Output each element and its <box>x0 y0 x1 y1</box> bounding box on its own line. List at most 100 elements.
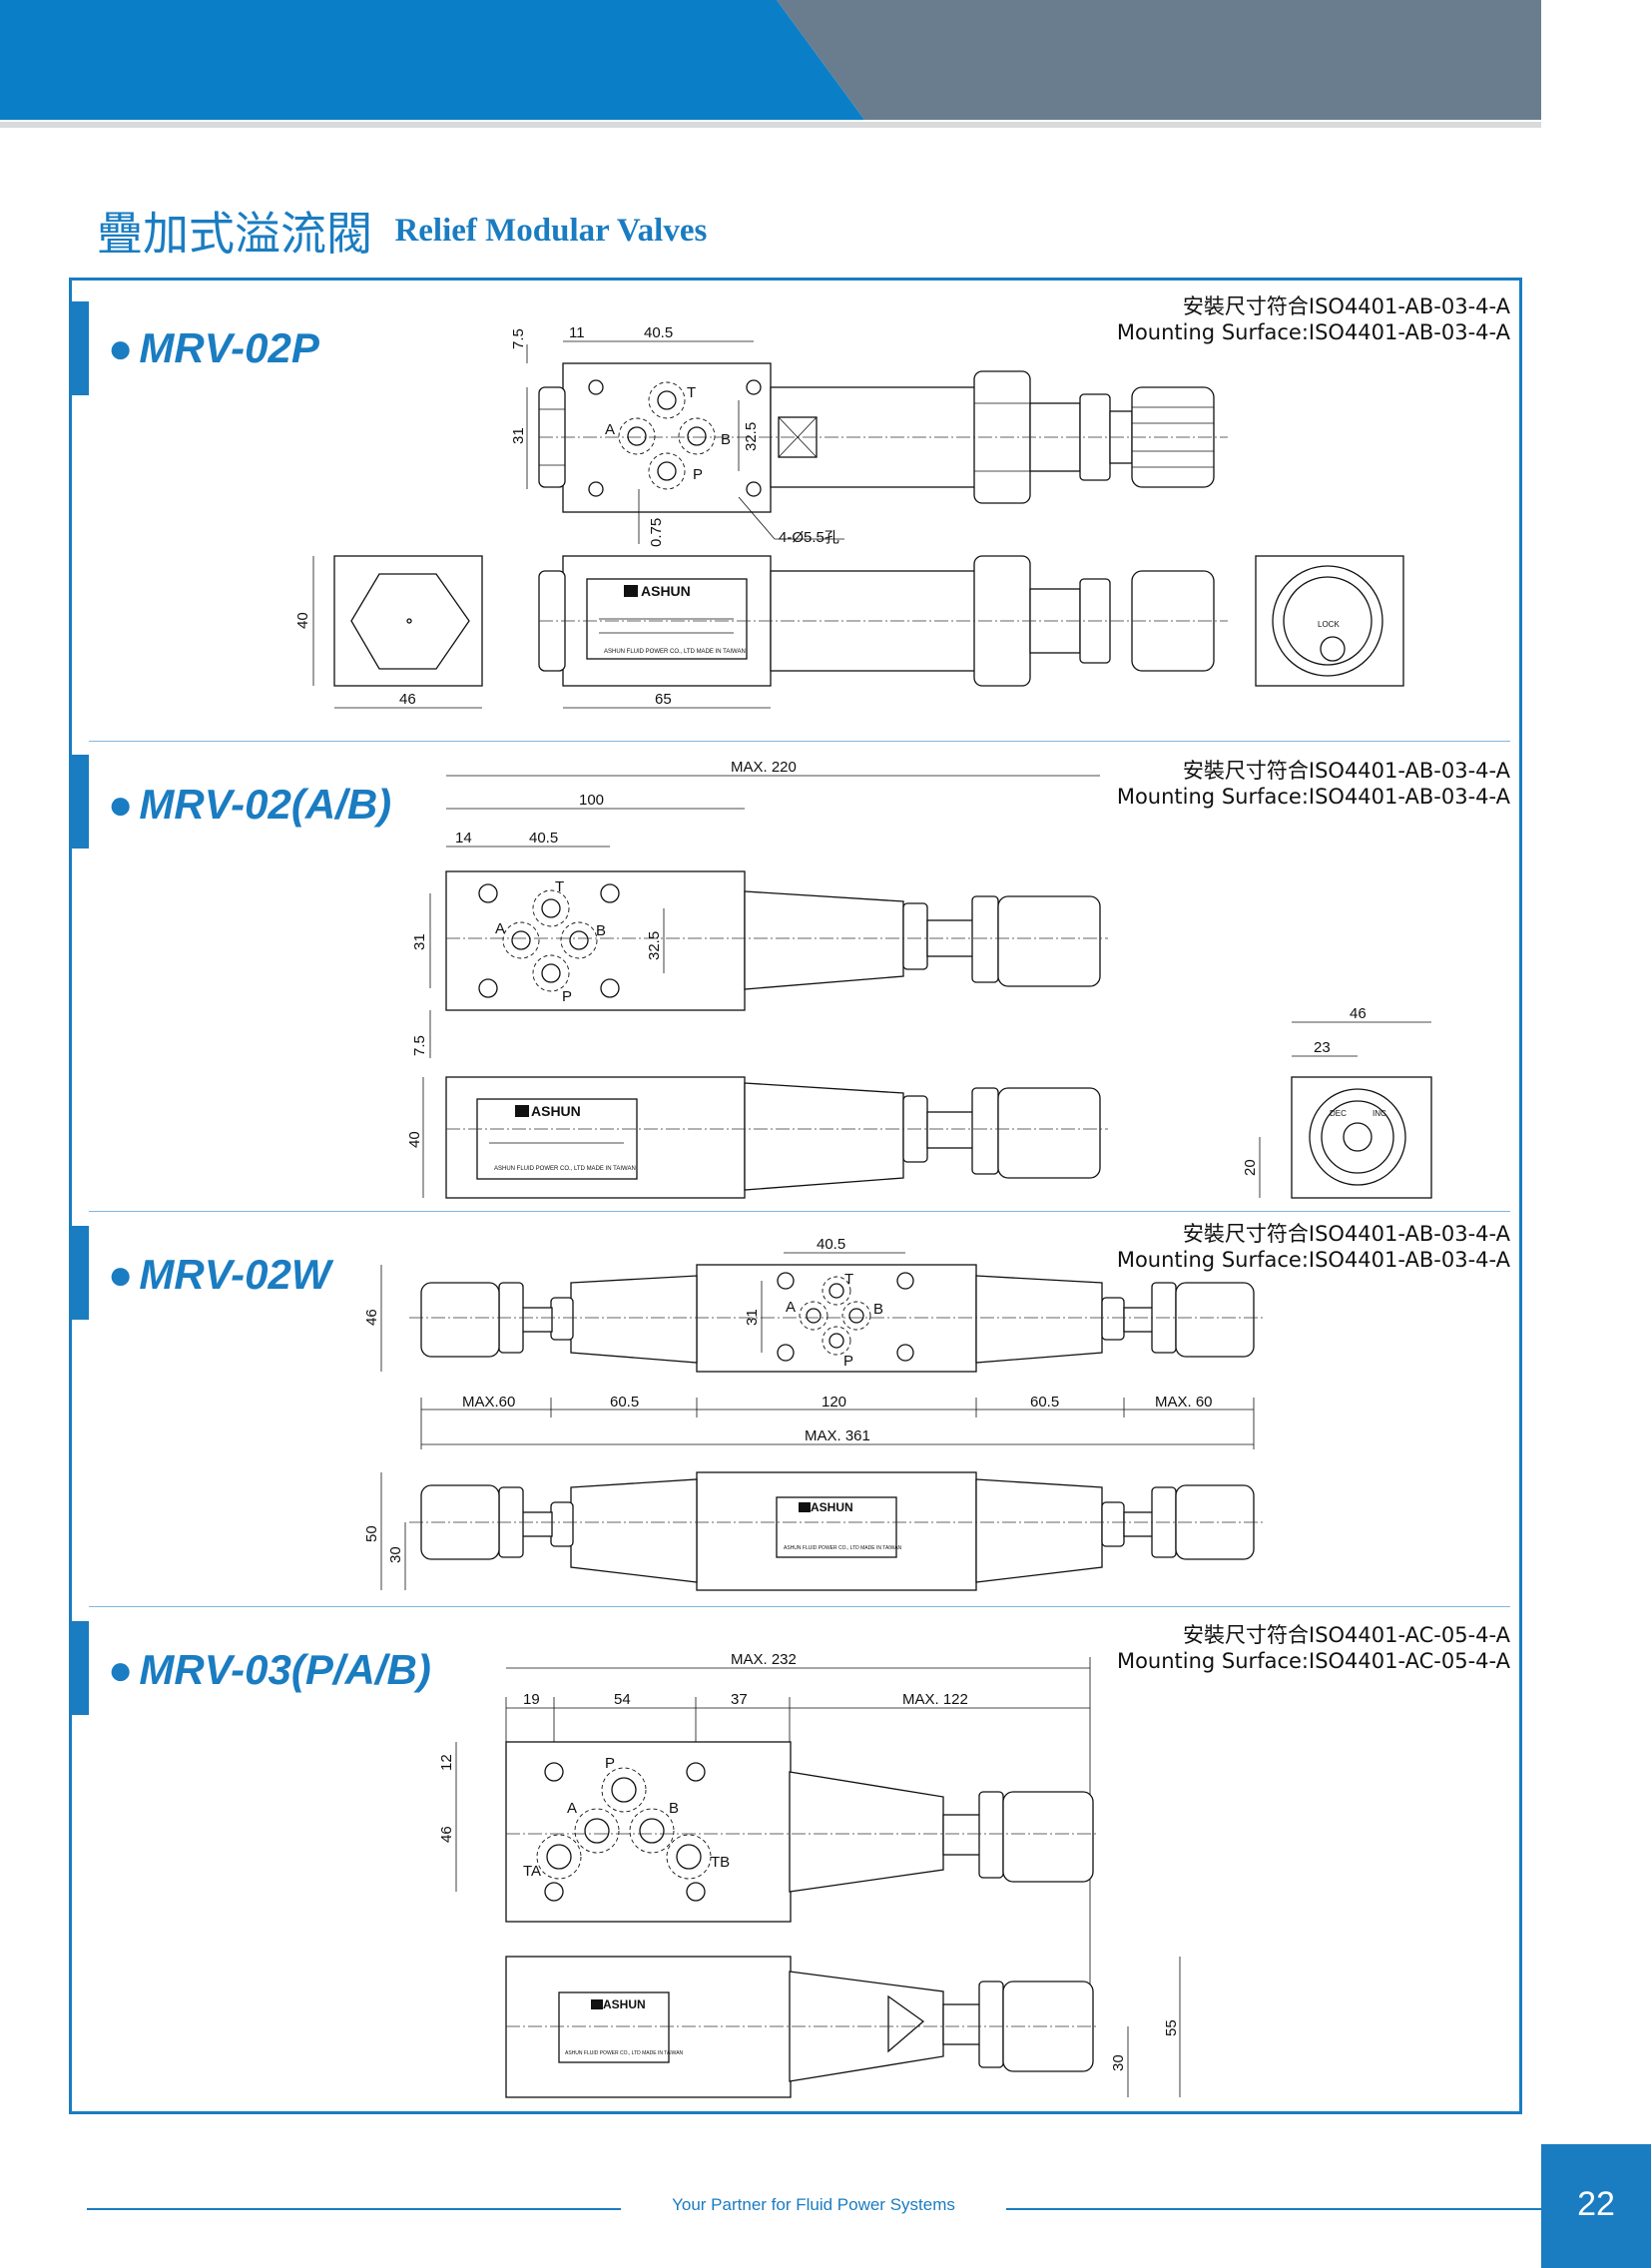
svg-text:4-Ø5.5孔: 4-Ø5.5孔 <box>779 529 839 546</box>
svg-text:50: 50 <box>363 1525 380 1542</box>
section-marker <box>70 1621 89 1715</box>
svg-text:TB: TB <box>711 1854 730 1871</box>
section-title-mrv-02w: ●MRV-02W <box>108 1251 331 1298</box>
svg-text:23: 23 <box>1314 1039 1331 1056</box>
svg-text:60.5: 60.5 <box>1030 1394 1059 1411</box>
port-label-t: T <box>687 384 696 401</box>
footer-tagline: Your Partner for Fluid Power Systems <box>672 2195 955 2214</box>
section-title-mrv-03pab: ●MRV-03(P/A/B) <box>108 1646 431 1693</box>
svg-text:MAX. 361: MAX. 361 <box>805 1427 870 1444</box>
svg-text:54: 54 <box>614 1691 631 1708</box>
section-divider <box>89 1606 1510 1607</box>
mrv-02w-drawing: 40.5 T A B P 46 31 MAX.60 60.5 120 60.5 … <box>363 1236 1263 1591</box>
svg-text:31: 31 <box>411 933 428 950</box>
svg-text:A: A <box>495 920 505 937</box>
svg-text:MAX.60: MAX.60 <box>462 1394 515 1411</box>
svg-text:B: B <box>873 1301 883 1318</box>
svg-text:ASHUN: ASHUN <box>641 583 691 599</box>
section-divider <box>89 1211 1510 1212</box>
mrv-02ab-drawing: MAX. 220 100 14 40.5 T A B P 31 32.5 7.5… <box>406 759 1432 1199</box>
svg-text:P: P <box>605 1755 615 1772</box>
svg-text:ASHUN FLUID POWER CO., LTD MAD: ASHUN FLUID POWER CO., LTD MADE IN TAIWA… <box>565 2050 684 2056</box>
content-frame <box>69 278 1522 2114</box>
svg-text:19: 19 <box>523 1691 540 1708</box>
header-rule <box>0 122 1541 128</box>
svg-text:ASHUN FLUID POWER CO., LTD MAD: ASHUN FLUID POWER CO., LTD MADE IN TAIWA… <box>494 1166 636 1172</box>
svg-text:DEC: DEC <box>1330 1109 1347 1118</box>
svg-text:40.5: 40.5 <box>644 324 673 341</box>
svg-text:MAX. 122: MAX. 122 <box>902 1691 968 1708</box>
svg-text:ASHUN FLUID POWER CO., LTD MAD: ASHUN FLUID POWER CO., LTD MADE IN TAIWA… <box>604 649 746 655</box>
valve-knob-view <box>1291 1076 1432 1199</box>
svg-text:46: 46 <box>1350 1005 1367 1022</box>
svg-text:55: 55 <box>1163 2019 1180 2036</box>
mrv-03pab-drawing: MAX. 232 19 54 37 MAX. 122 P A B TA TB 1… <box>438 1651 1181 2098</box>
svg-text:40.5: 40.5 <box>817 1236 845 1253</box>
svg-text:32.5: 32.5 <box>743 422 760 451</box>
svg-text:MAX. 232: MAX. 232 <box>731 1651 797 1668</box>
svg-text:ASHUN: ASHUN <box>603 1997 646 2011</box>
section-divider <box>89 741 1510 742</box>
svg-text:65: 65 <box>655 691 672 708</box>
svg-text:P: P <box>562 988 572 1005</box>
svg-text:37: 37 <box>731 1691 748 1708</box>
svg-text:46: 46 <box>438 1826 455 1843</box>
mount-hole <box>746 481 762 497</box>
svg-text:A: A <box>567 1800 577 1817</box>
svg-text:120: 120 <box>822 1394 846 1411</box>
svg-text:MAX. 60: MAX. 60 <box>1155 1394 1213 1411</box>
svg-text:T: T <box>555 878 564 895</box>
svg-text:14: 14 <box>455 830 472 847</box>
mount-hole <box>746 379 762 395</box>
svg-text:46: 46 <box>363 1309 380 1326</box>
svg-text:40: 40 <box>294 612 311 629</box>
valve-end-view <box>333 555 483 687</box>
svg-text:B: B <box>669 1800 679 1817</box>
page-number: 22 <box>1541 2144 1651 2268</box>
footer-rule <box>1006 2208 1541 2210</box>
svg-text:INC: INC <box>1373 1109 1386 1118</box>
svg-text:20: 20 <box>1242 1159 1259 1176</box>
svg-text:30: 30 <box>387 1546 404 1563</box>
title-english: Relief Modular Valves <box>394 212 708 249</box>
header-banner <box>0 0 1541 120</box>
svg-text:TA: TA <box>523 1863 541 1880</box>
svg-text:7.5: 7.5 <box>411 1035 428 1056</box>
svg-text:A: A <box>786 1299 796 1316</box>
section-title-mrv-02p: ●MRV-02P <box>108 324 319 371</box>
mount-hole <box>588 379 604 395</box>
svg-text:40.5: 40.5 <box>529 830 558 847</box>
svg-text:32.5: 32.5 <box>646 931 663 960</box>
title-chinese: 疊加式溢流閥 <box>97 207 372 261</box>
svg-text:ASHUN FLUID POWER CO., LTD MAD: ASHUN FLUID POWER CO., LTD MADE IN TAIWA… <box>784 1545 902 1551</box>
svg-text:12: 12 <box>438 1754 455 1771</box>
svg-text:P: P <box>843 1353 853 1370</box>
port-label-a: A <box>605 421 615 438</box>
svg-text:T: T <box>844 1271 853 1288</box>
svg-text:100: 100 <box>579 792 604 809</box>
valve-body-top <box>505 1741 792 1923</box>
svg-text:31: 31 <box>510 427 527 444</box>
svg-text:40: 40 <box>406 1131 423 1148</box>
svg-text:B: B <box>596 922 606 939</box>
svg-text:30: 30 <box>1110 2054 1127 2071</box>
svg-text:LOCK: LOCK <box>1318 620 1340 629</box>
section-marker <box>70 755 89 849</box>
svg-text:7.5: 7.5 <box>510 328 527 349</box>
svg-text:60.5: 60.5 <box>610 1394 639 1411</box>
svg-text:ASHUN: ASHUN <box>811 1500 853 1514</box>
footer-rule <box>87 2208 621 2210</box>
section-marker <box>70 1226 89 1320</box>
svg-text:0.75: 0.75 <box>648 518 665 547</box>
valve-body-top <box>445 870 746 1011</box>
page-title: 疊加式溢流閥 Relief Modular Valves <box>97 198 708 261</box>
port-label-p: P <box>693 466 703 483</box>
port-label-b: B <box>721 431 731 448</box>
svg-text:MAX. 220: MAX. 220 <box>731 759 797 776</box>
svg-text:11: 11 <box>569 324 585 341</box>
